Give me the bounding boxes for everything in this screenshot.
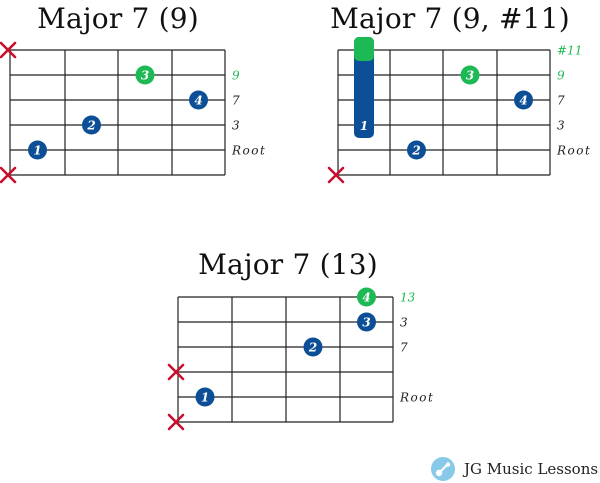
finger-dot xyxy=(303,337,323,357)
finger-number: 2 xyxy=(86,119,95,133)
finger-dot xyxy=(357,287,376,307)
interval-label: 7 xyxy=(400,341,408,355)
finger-dot xyxy=(514,90,533,110)
finger-number: 3 xyxy=(466,69,474,83)
interval-label: 9 xyxy=(232,69,240,83)
muted-string-icon xyxy=(0,166,17,184)
brand-name: JG Music Lessons xyxy=(464,460,599,478)
finger-number: 3 xyxy=(362,316,370,330)
interval-label: Root xyxy=(231,144,266,158)
finger-dot xyxy=(460,65,480,85)
finger-number: 1 xyxy=(201,391,209,405)
interval-label: 7 xyxy=(232,94,240,108)
finger-dot xyxy=(195,387,215,407)
interval-label: 9 xyxy=(557,69,565,83)
barre-extension-cap xyxy=(354,37,374,61)
interval-label: 13 xyxy=(400,291,416,305)
finger-dot xyxy=(357,312,376,332)
finger-number: 3 xyxy=(141,69,149,83)
finger-number: 1 xyxy=(33,144,41,158)
finger-dot xyxy=(189,90,208,110)
finger-dot xyxy=(407,140,426,160)
diagram-title-major7-13: Major 7 (13) xyxy=(198,248,378,281)
interval-label: 7 xyxy=(557,94,565,108)
interval-label: Root xyxy=(399,391,434,405)
muted-string-icon xyxy=(0,41,17,59)
finger-dot xyxy=(82,115,101,135)
diagram-title-major7-9: Major 7 (9) xyxy=(37,2,199,35)
interval-label: 3 xyxy=(232,119,240,133)
muted-string-icon xyxy=(167,413,185,431)
finger-number: 2 xyxy=(411,144,420,158)
interval-label: #11 xyxy=(557,44,582,58)
muted-string-icon xyxy=(327,166,345,184)
interval-label: Root xyxy=(556,144,591,158)
finger-number: 4 xyxy=(519,94,527,108)
finger-number: 4 xyxy=(194,94,202,108)
barre-finger-number: 1 xyxy=(360,119,368,133)
barre-bar xyxy=(354,37,374,138)
finger-dot xyxy=(28,140,47,160)
guitar-icon xyxy=(431,457,455,481)
finger-number: 2 xyxy=(308,341,317,355)
interval-label: 3 xyxy=(557,119,565,133)
diagram-title-major7-9-sharp11: Major 7 (9, #11) xyxy=(330,2,570,35)
interval-label: 3 xyxy=(400,316,408,330)
finger-dot xyxy=(135,65,155,85)
finger-number: 4 xyxy=(362,291,370,305)
muted-string-icon xyxy=(167,363,185,381)
brand-logo: JG Music Lessons xyxy=(430,456,598,482)
